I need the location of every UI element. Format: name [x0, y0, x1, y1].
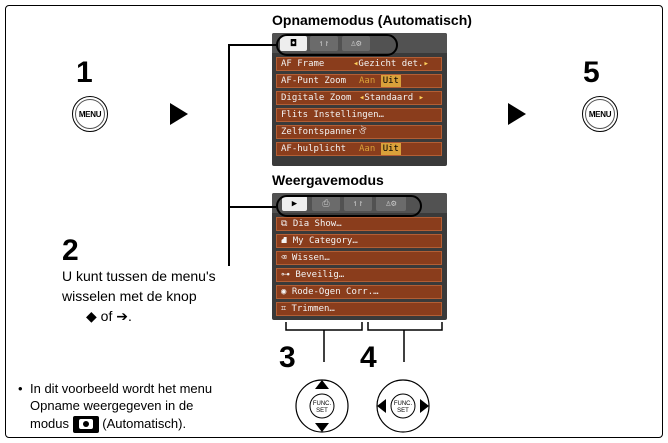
protect-icon: ⊶	[281, 270, 290, 280]
menu-row-label: Beveilig…	[295, 270, 345, 280]
instruction-frame	[5, 5, 663, 438]
dial-up-down-icon[interactable]: FUNC. SET	[294, 378, 350, 434]
menu-row-label: My Category…	[292, 236, 358, 246]
connector-line	[228, 44, 276, 46]
shooting-mode-title: Opnamemodus (Automatisch)	[272, 12, 472, 28]
step2-text-line1: U kunt tussen de menu's	[62, 268, 216, 284]
left-key-icon: ◆	[86, 309, 97, 325]
note-line1: In dit voorbeeld wordt het menu	[30, 381, 213, 396]
connector-line	[228, 44, 230, 266]
svg-text:FUNC.: FUNC.	[394, 401, 413, 407]
connector-line	[228, 206, 276, 208]
redeye-icon: ◉	[281, 287, 287, 297]
step-3-number: 3	[279, 341, 296, 374]
menu-row-label: Rode-Ogen Corr.…	[291, 287, 379, 297]
menu-row-label: AF Frame	[281, 59, 325, 69]
left-arrow-icon: ◂	[353, 59, 359, 69]
menu-row-label: AF-Punt Zoom	[281, 76, 347, 86]
option-on: Aan	[359, 144, 376, 154]
menu-row-trim[interactable]: ⌗ Trimmen…	[276, 302, 442, 316]
menu-row-label: Trimmen…	[291, 304, 335, 314]
menu-row-self-timer[interactable]: Zelfontspanner ঔ	[276, 125, 442, 139]
step2-text-line2: wisselen met de knop	[62, 288, 197, 304]
self-timer-icon: ঔ	[359, 127, 367, 137]
menu-row-value: Gezicht det.	[358, 59, 424, 69]
step-1-number: 1	[76, 56, 93, 89]
right-key-icon: ➔	[116, 309, 128, 325]
mymenu-icon[interactable]: ♙⚙	[342, 36, 370, 51]
step-5-number: 5	[583, 56, 600, 89]
step2-keys: ◆ of ➔.	[86, 306, 132, 327]
menu-button-label: MENU	[585, 99, 615, 129]
tab-highlight-oval	[276, 195, 422, 217]
menu-button-label: MENU	[75, 99, 105, 129]
note-line3-suffix: (Automatisch).	[102, 416, 187, 431]
menu-row-label: Flits Instellingen…	[281, 110, 384, 120]
bracket-lines	[285, 322, 443, 362]
note-bullet: •	[18, 381, 23, 396]
left-arrow-icon: ◂	[359, 93, 365, 103]
menu-row-label: Digitale Zoom	[281, 93, 352, 103]
step-2-number: 2	[62, 234, 79, 267]
mymenu-icon[interactable]: ♙⚙	[376, 196, 406, 211]
menu-button-step1[interactable]: MENU	[72, 96, 108, 132]
menu-row-label: Zelfontspanner	[281, 127, 357, 137]
menu-row-label: AF-hulplicht	[281, 144, 347, 154]
trim-icon: ⌗	[281, 304, 287, 314]
right-arrow-icon: ▸	[423, 59, 429, 69]
note-line3-prefix: modus	[30, 416, 70, 431]
print-icon[interactable]: ⎙	[312, 196, 340, 211]
menu-row-flash-settings[interactable]: Flits Instellingen…	[276, 108, 442, 122]
tools-icon[interactable]: ↿↾	[344, 196, 372, 211]
menu-button-step5[interactable]: MENU	[582, 96, 618, 132]
menu-row-label: Dia Show…	[292, 219, 342, 229]
right-arrow-icon	[170, 103, 188, 125]
option-on: Aan	[359, 76, 376, 86]
erase-icon: ⌫	[281, 253, 287, 263]
category-icon: ⛘	[281, 236, 288, 246]
tools-icon[interactable]: ↿↾	[310, 36, 338, 51]
menu-row-my-category[interactable]: ⛘ My Category…	[276, 234, 442, 248]
step-4-number: 4	[360, 341, 377, 374]
right-arrow-icon	[508, 103, 526, 125]
note-line2: Opname weergegeven in de	[30, 398, 194, 413]
shooting-menu-tabbar: ◘ ↿↾ ♙⚙	[272, 33, 447, 53]
note-line3: modus (Automatisch).	[30, 415, 187, 434]
svg-text:SET: SET	[316, 408, 328, 414]
option-off-selected: Uit	[380, 75, 401, 87]
right-arrow-icon: ▸	[418, 93, 425, 103]
menu-row-slideshow[interactable]: ⧉ Dia Show…	[276, 217, 442, 231]
or-text: of	[100, 308, 113, 324]
auto-mode-icon	[72, 416, 99, 434]
playback-mode-title: Weergavemodus	[272, 172, 384, 188]
menu-row-red-eye[interactable]: ◉ Rode-Ogen Corr.…	[276, 285, 442, 299]
tab-highlight-oval	[276, 34, 398, 56]
slideshow-icon: ⧉	[281, 219, 288, 229]
menu-row-protect[interactable]: ⊶ Beveilig…	[276, 268, 442, 282]
period: .	[127, 308, 132, 324]
menu-row-erase[interactable]: ⌫ Wissen…	[276, 251, 442, 265]
menu-row-label: Wissen…	[291, 253, 330, 263]
menu-row-digital-zoom[interactable]: Digitale Zoom ◂Standaard ▸	[276, 91, 442, 105]
menu-row-af-frame[interactable]: AF Frame ◂Gezicht det.▸	[276, 57, 442, 71]
svg-text:SET: SET	[397, 408, 409, 414]
dial-left-right-icon[interactable]: FUNC. SET	[375, 378, 431, 434]
menu-row-af-point-zoom[interactable]: AF-Punt Zoom Aan Uit	[276, 74, 442, 88]
shooting-menu-screen: ◘ ↿↾ ♙⚙ AF Frame ◂Gezicht det.▸ AF-Punt …	[272, 33, 447, 166]
svg-text:FUNC.: FUNC.	[313, 401, 332, 407]
option-off-selected: Uit	[380, 143, 401, 155]
menu-row-value: Standaard	[364, 93, 414, 103]
menu-row-af-assist-light[interactable]: AF-hulplicht Aan Uit	[276, 142, 442, 156]
